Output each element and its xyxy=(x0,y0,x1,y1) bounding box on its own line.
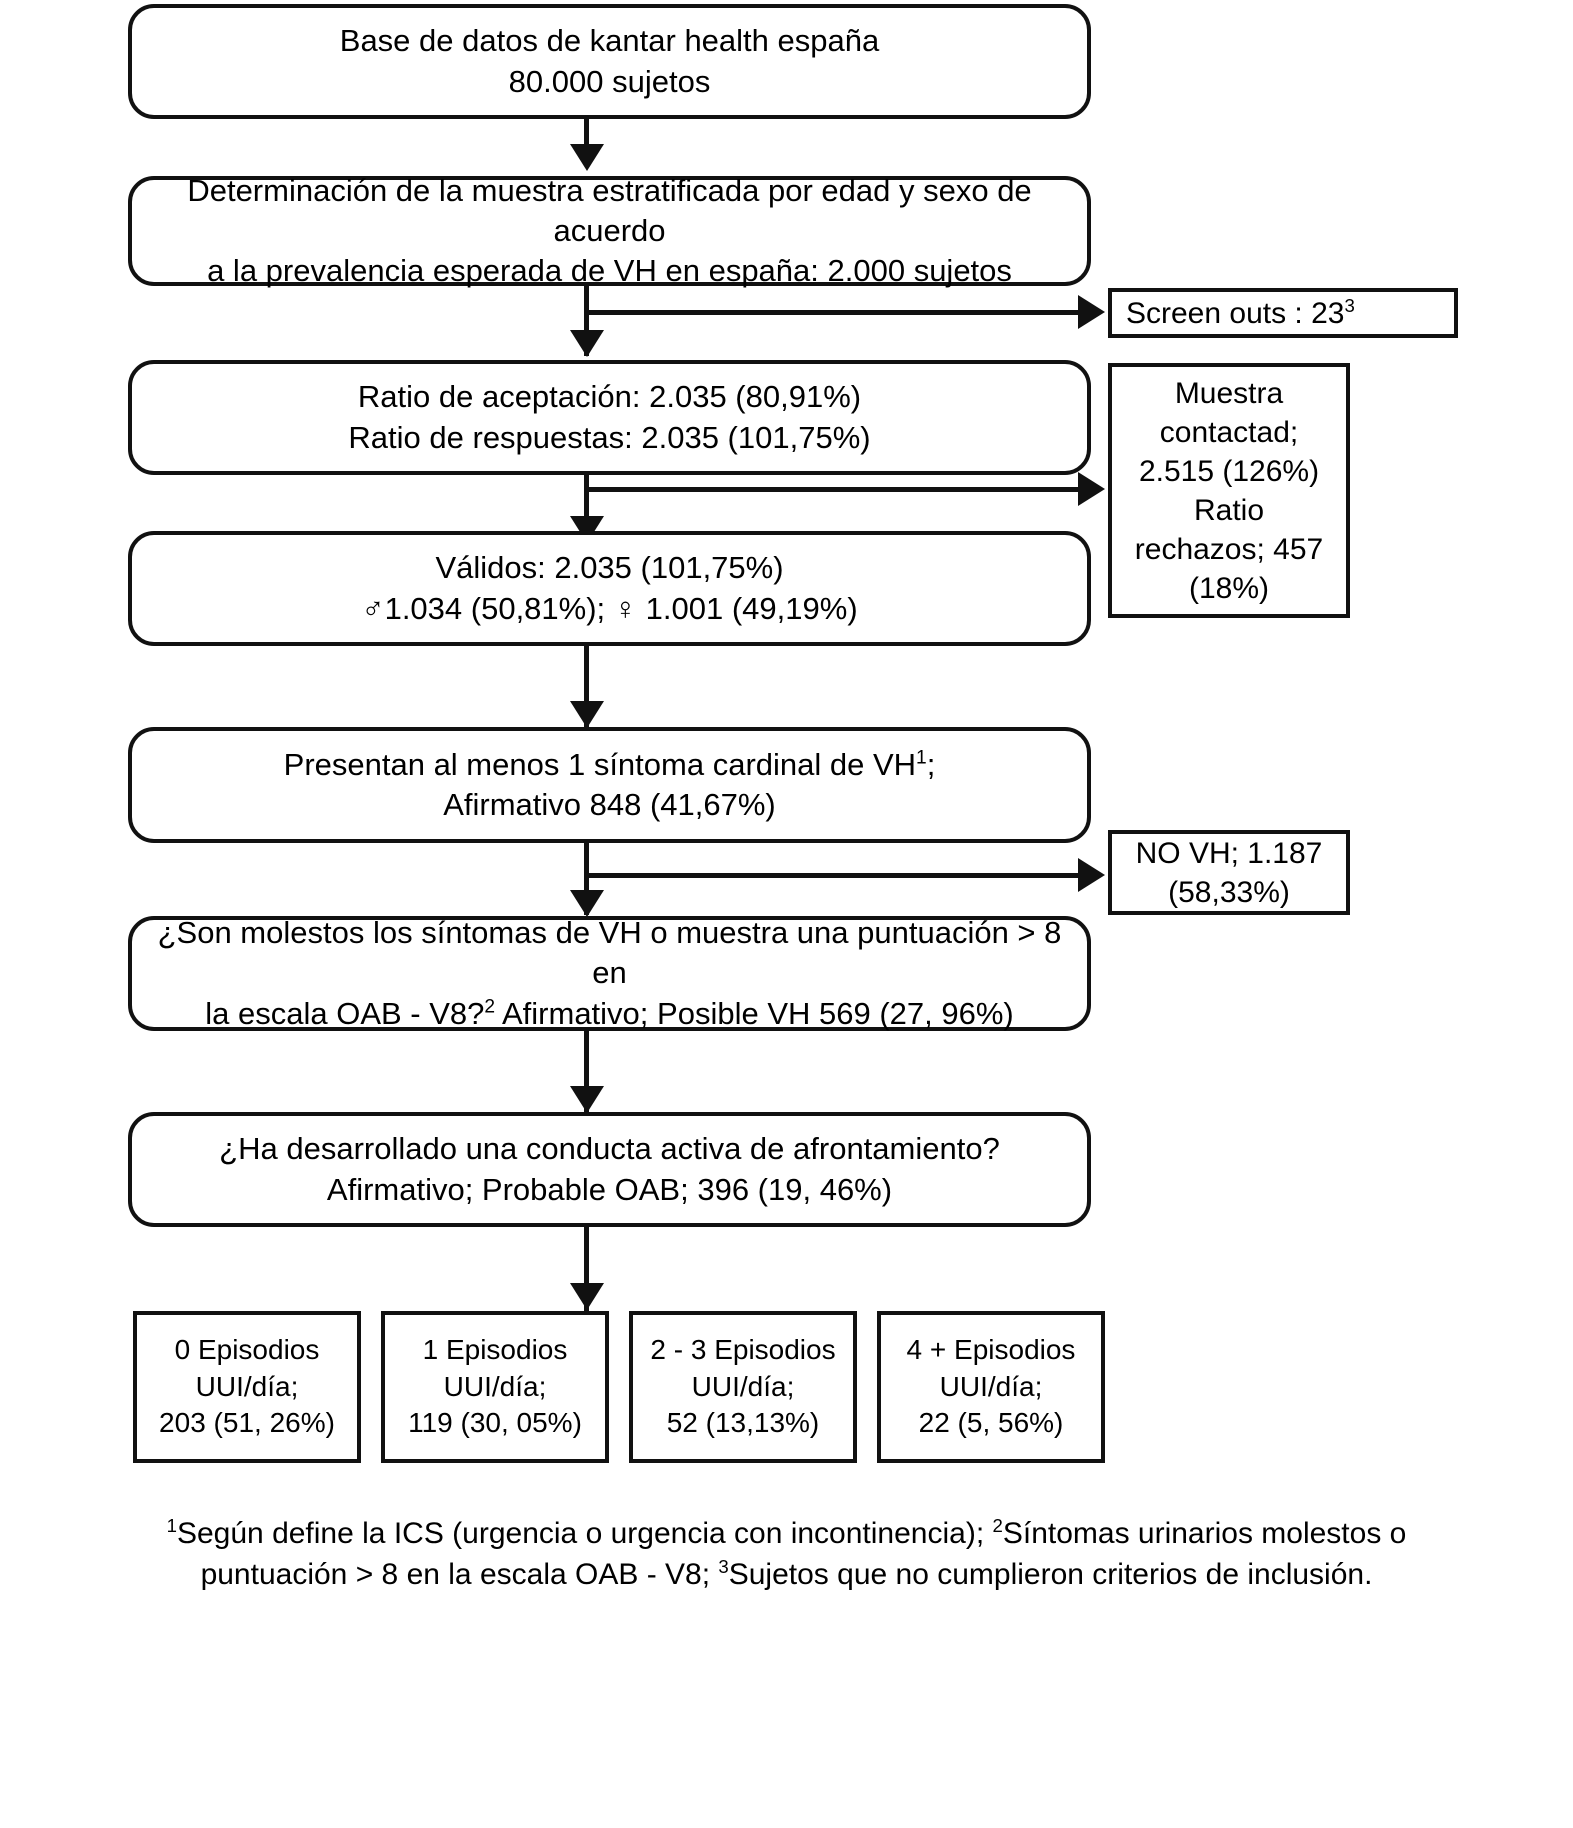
node-ratios-line1: Ratio de aceptación: 2.035 (80,91%) xyxy=(357,379,862,415)
node-database-text: Base de datos de kantar health españa 80… xyxy=(132,21,1087,102)
node-sintoma-cardinal: Presentan al menos 1 síntoma cardinal de… xyxy=(128,727,1091,843)
node-stratified-sample-line2: a la prevalencia esperada de VH en españ… xyxy=(207,253,1012,289)
connector-afrontamiento-to-outcomes-line xyxy=(584,1227,589,1312)
connector-sample-to-ratios-arrow xyxy=(570,330,604,357)
node-molestos: ¿Son molestos los síntomas de VH o muest… xyxy=(128,913,1091,1034)
node-no-vh-line2: (58,33%) xyxy=(1168,875,1290,909)
outcome-3-line1: 4 + Episodios xyxy=(906,1334,1076,1366)
male-symbol-icon: ♂ xyxy=(361,590,385,626)
outcome-0-line1: 0 Episodios xyxy=(174,1334,320,1366)
node-database: Base de datos de kantar health españa 80… xyxy=(128,4,1091,119)
node-validos: Válidos: 2.035 (101,75%) ♂1.034 (50,81%)… xyxy=(128,531,1091,646)
branch-muestra-line xyxy=(584,487,1084,492)
connector-sample-to-ratios-line xyxy=(584,286,589,356)
node-afrontamiento: ¿Ha desarrollado una conducta activa de … xyxy=(128,1112,1091,1227)
node-molestos-line2b: Afirmativo; Posible VH 569 (27, 96%) xyxy=(495,995,1014,1031)
outcome-2-line3: 52 (13,13%) xyxy=(666,1407,820,1439)
connector-validos-to-sintoma-line xyxy=(584,646,589,728)
branch-screen-outs-arrow xyxy=(1078,295,1105,329)
node-validos-line1: Válidos: 2.035 (101,75%) xyxy=(435,550,784,586)
connector-db-to-sample-arrow xyxy=(570,144,604,171)
node-outcome-2-3-episodios: 2 - 3 Episodios UUI/día; 52 (13,13%) xyxy=(629,1311,857,1463)
node-screen-outs-text: Screen outs : 233 xyxy=(1112,294,1454,333)
node-molestos-line1: ¿Son molestos los síntomas de VH o muest… xyxy=(157,915,1062,991)
node-sintoma-line2: Afirmativo 848 (41,67%) xyxy=(443,787,776,822)
outcome-2-line2: UUI/día; xyxy=(691,1370,795,1402)
node-afrontamiento-text: ¿Ha desarrollado una conducta activa de … xyxy=(132,1129,1087,1210)
node-no-vh: NO VH; 1.187 (58,33%) xyxy=(1108,830,1350,915)
node-muestra-contactad-text: Muestra contactad; 2.515 (126%) Ratio re… xyxy=(1112,374,1346,608)
node-screen-outs-superscript: 3 xyxy=(1344,294,1355,316)
node-screen-outs: Screen outs : 233 xyxy=(1108,288,1458,338)
node-validos-female-value: 1.001 (49,19%) xyxy=(645,590,858,626)
node-stratified-sample: Determinación de la muestra estratificad… xyxy=(128,173,1091,288)
node-sintoma-line1b: ; xyxy=(926,746,936,782)
outcome-3-line2: UUI/día; xyxy=(939,1370,1043,1402)
node-molestos-line2a: la escala OAB - V8? xyxy=(205,995,485,1031)
node-muestra-line3: 2.515 (126%) xyxy=(1138,454,1320,488)
node-no-vh-text: NO VH; 1.187 (58,33%) xyxy=(1112,834,1346,912)
connector-afrontamiento-to-outcomes-arrow xyxy=(570,1283,604,1310)
node-outcome-2-text: 2 - 3 Episodios UUI/día; 52 (13,13%) xyxy=(633,1332,853,1441)
node-database-line2: 80.000 sujetos xyxy=(508,63,711,99)
outcome-1-line2: UUI/día; xyxy=(443,1370,547,1402)
connector-validos-to-sintoma-arrow xyxy=(570,701,604,728)
connector-ratios-to-validos-line xyxy=(584,475,589,543)
branch-no-vh-arrow xyxy=(1078,858,1105,892)
node-database-line1: Base de datos de kantar health españa xyxy=(339,23,880,59)
node-stratified-sample-line1: Determinación de la muestra estratificad… xyxy=(187,172,1032,248)
node-sintoma-line1a: Presentan al menos 1 síntoma cardinal de… xyxy=(283,746,917,782)
node-muestra-line2: contactad; xyxy=(1159,415,1299,449)
node-outcome-0-episodios: 0 Episodios UUI/día; 203 (51, 26%) xyxy=(133,1311,361,1463)
branch-screen-outs-line xyxy=(584,310,1084,315)
outcome-1-line3: 119 (30, 05%) xyxy=(408,1407,582,1439)
node-screen-outs-label: Screen outs : 23 xyxy=(1126,296,1345,330)
node-ratios: Ratio de aceptación: 2.035 (80,91%) Rati… xyxy=(128,360,1091,475)
outcome-0-line2: UUI/día; xyxy=(195,1370,299,1402)
node-afrontamiento-line2: Afirmativo; Probable OAB; 396 (19, 46%) xyxy=(326,1171,893,1207)
connector-sintoma-to-molestos-line xyxy=(584,843,589,915)
node-outcome-4-plus-episodios: 4 + Episodios UUI/día; 22 (5, 56%) xyxy=(877,1311,1105,1463)
outcome-1-line1: 1 Episodios xyxy=(422,1334,568,1366)
connector-molestos-to-afrontamiento-line xyxy=(584,1031,589,1113)
outcome-2-line1: 2 - 3 Episodios xyxy=(650,1334,836,1366)
branch-no-vh-line xyxy=(584,873,1084,878)
node-muestra-line6: (18%) xyxy=(1188,571,1270,605)
connector-molestos-to-afrontamiento-arrow xyxy=(570,1086,604,1113)
footnote-text-1: Según define la ICS (urgencia o urgencia… xyxy=(176,1517,993,1550)
footnote-superscript-3: 3 xyxy=(718,1556,729,1578)
female-symbol-icon: ♀ xyxy=(613,590,638,626)
footnote-superscript-1: 1 xyxy=(166,1515,177,1536)
node-outcome-3-text: 4 + Episodios UUI/día; 22 (5, 56%) xyxy=(881,1332,1101,1441)
node-ratios-text: Ratio de aceptación: 2.035 (80,91%) Rati… xyxy=(132,377,1087,458)
footnote-block: 1Según define la ICS (urgencia o urgenci… xyxy=(0,1513,1573,1596)
node-outcome-1-episodios: 1 Episodios UUI/día; 119 (30, 05%) xyxy=(381,1311,609,1463)
node-molestos-superscript: 2 xyxy=(484,996,496,1018)
node-sintoma-superscript: 1 xyxy=(916,747,927,769)
footnote-text-2: Síntomas urinarios molestos o xyxy=(1002,1517,1407,1550)
branch-muestra-arrow xyxy=(1078,472,1105,506)
node-muestra-contactad: Muestra contactad; 2.515 (126%) Ratio re… xyxy=(1108,363,1350,618)
node-outcome-0-text: 0 Episodios UUI/día; 203 (51, 26%) xyxy=(137,1332,357,1441)
outcome-3-line3: 22 (5, 56%) xyxy=(918,1407,1064,1439)
footnote-superscript-2: 2 xyxy=(992,1515,1003,1536)
node-muestra-line4: Ratio xyxy=(1193,493,1265,527)
node-muestra-line5: rechazos; 457 xyxy=(1134,532,1324,566)
connector-db-to-sample-line xyxy=(584,119,589,166)
footnote-text-4: Sujetos que no cumplieron criterios de i… xyxy=(728,1558,1373,1592)
node-muestra-line1: Muestra xyxy=(1174,376,1284,410)
node-molestos-text: ¿Son molestos los síntomas de VH o muest… xyxy=(132,913,1087,1034)
node-stratified-sample-text: Determinación de la muestra estratificad… xyxy=(132,171,1087,292)
node-sintoma-cardinal-text: Presentan al menos 1 síntoma cardinal de… xyxy=(132,745,1087,826)
node-afrontamiento-line1: ¿Ha desarrollado una conducta activa de … xyxy=(219,1131,1000,1167)
node-validos-text: Válidos: 2.035 (101,75%) ♂1.034 (50,81%)… xyxy=(132,548,1087,629)
node-validos-male-value: 1.034 (50,81%); xyxy=(384,590,606,626)
outcome-0-line3: 203 (51, 26%) xyxy=(159,1407,335,1439)
node-no-vh-line1: NO VH; 1.187 xyxy=(1135,836,1323,870)
connector-sintoma-to-molestos-arrow xyxy=(570,890,604,917)
footnote-text-3: puntuación > 8 en la escala OAB - V8; xyxy=(200,1558,719,1592)
node-ratios-line2: Ratio de respuestas: 2.035 (101,75%) xyxy=(348,419,871,455)
node-outcome-1-text: 1 Episodios UUI/día; 119 (30, 05%) xyxy=(385,1332,605,1441)
